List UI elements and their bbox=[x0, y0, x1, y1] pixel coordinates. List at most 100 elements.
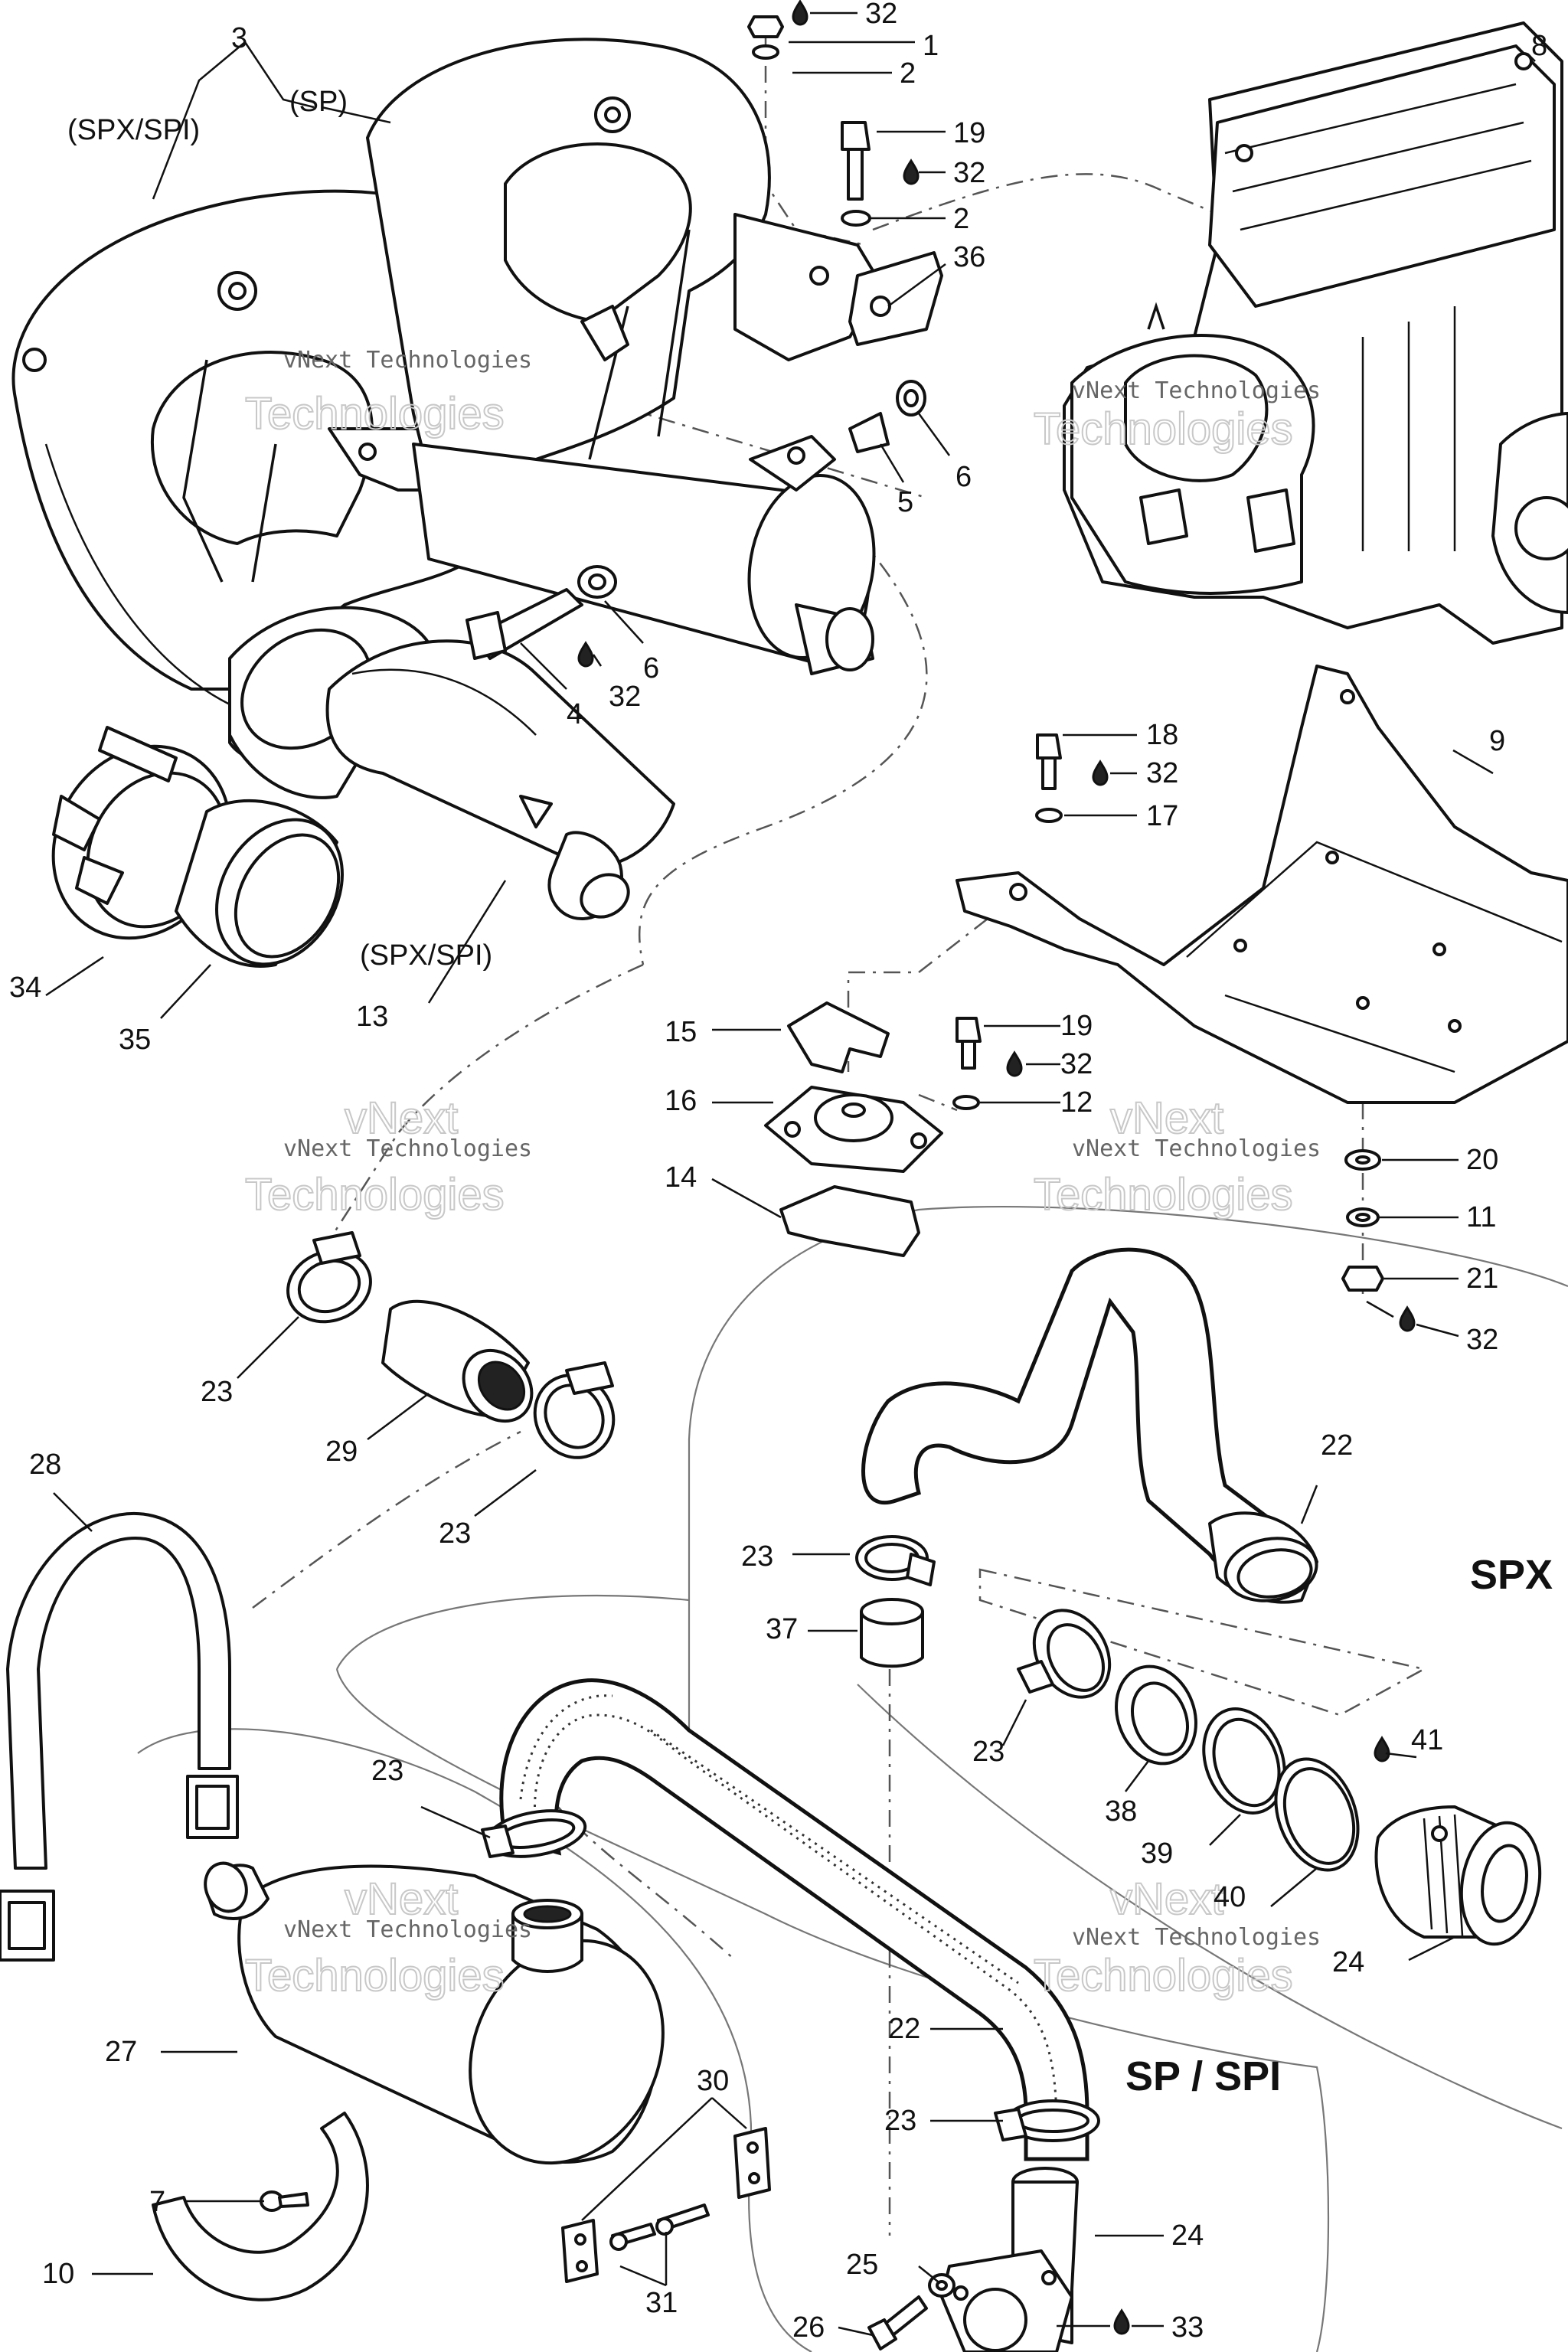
sp-group-outline-inner bbox=[137, 1728, 812, 2352]
label-model-sp-spi: SP / SPI bbox=[1125, 2053, 1281, 2099]
label-variant-spx-spi-13: (SPX/SPI) bbox=[360, 939, 492, 972]
watermark-text: vNext Technologies bbox=[283, 347, 532, 374]
label-36: 36 bbox=[953, 241, 985, 273]
label-2: 2 bbox=[900, 57, 916, 90]
part-19-bolt-head bbox=[841, 121, 871, 151]
part-23-clamp-spx bbox=[1017, 1609, 1112, 1699]
label-41: 41 bbox=[1411, 1724, 1443, 1756]
watermarks: vNext Technologies Technologies vNext Te… bbox=[244, 347, 1321, 2001]
part-2-washer-lower bbox=[841, 210, 871, 227]
part-3-manifold-sp bbox=[366, 38, 882, 492]
watermark-outline: Technologies bbox=[1034, 404, 1293, 454]
drop-icon bbox=[1006, 1050, 1023, 1077]
label-24: 24 bbox=[1171, 2220, 1204, 2252]
label-23: 23 bbox=[972, 1736, 1004, 1768]
label-32: 32 bbox=[953, 157, 985, 189]
part-24-outlet-elbow bbox=[940, 2167, 1079, 2352]
label-6: 6 bbox=[643, 652, 659, 684]
part-21-nut bbox=[1341, 1266, 1384, 1292]
label-4: 4 bbox=[567, 698, 583, 730]
part-17-washer bbox=[1035, 808, 1063, 823]
part-35-sleeve bbox=[175, 799, 344, 968]
label-11: 11 bbox=[1466, 1201, 1496, 1233]
part-18-bolt bbox=[1036, 733, 1062, 760]
drop-icon bbox=[1113, 2308, 1130, 2335]
part-23-clamp-left bbox=[286, 1231, 372, 1324]
part-2-washer bbox=[752, 44, 779, 60]
label-19: 19 bbox=[953, 117, 985, 149]
label-34: 34 bbox=[9, 972, 41, 1004]
part-19-bolt-shank bbox=[847, 148, 864, 201]
part-8-engine bbox=[1063, 21, 1568, 645]
label-7: 7 bbox=[149, 2186, 165, 2218]
label-22: 22 bbox=[888, 2013, 920, 2045]
part-22-hose-spx bbox=[861, 1247, 1318, 1604]
label-23: 23 bbox=[371, 1755, 403, 1787]
spx-group-outline-lower bbox=[857, 1684, 1563, 2130]
part-23-clamp-center bbox=[855, 1535, 936, 1586]
leader-to-clamp bbox=[328, 963, 644, 1241]
watermark-outline: vNext bbox=[1110, 1874, 1223, 1924]
label-32: 32 bbox=[1466, 1324, 1498, 1356]
label-32: 32 bbox=[865, 0, 897, 30]
label-25: 25 bbox=[846, 2249, 878, 2281]
leader-13 bbox=[638, 535, 928, 965]
part-14-plate bbox=[779, 1185, 920, 1257]
label-40: 40 bbox=[1214, 1881, 1246, 1913]
label-37: 37 bbox=[766, 1613, 798, 1645]
label-13: 13 bbox=[356, 1001, 388, 1033]
part-5-spacer bbox=[848, 412, 890, 453]
label-24: 24 bbox=[1332, 1946, 1364, 1978]
label-33: 33 bbox=[1171, 2311, 1204, 2344]
spx-group-outline bbox=[688, 1205, 1568, 1761]
part-13-exhaust-cone bbox=[228, 606, 675, 920]
label-2: 2 bbox=[953, 203, 969, 235]
drop-icon bbox=[1399, 1305, 1416, 1332]
watermark-outline: Technologies bbox=[245, 1170, 505, 1220]
label-6: 6 bbox=[956, 461, 972, 493]
watermark-outline: vNext bbox=[345, 1093, 458, 1143]
part-9-support-bracket bbox=[956, 665, 1568, 1104]
watermark-outline: vNext bbox=[345, 1874, 458, 1924]
part-29-hose-short bbox=[381, 1299, 534, 1423]
watermark-outline: vNext bbox=[1110, 1093, 1223, 1143]
part-37-sleeve bbox=[860, 1598, 924, 1668]
label-28: 28 bbox=[29, 1449, 61, 1481]
part-38-nut bbox=[1115, 1664, 1197, 1766]
label-23: 23 bbox=[201, 1376, 233, 1408]
label-20: 20 bbox=[1466, 1144, 1498, 1176]
part-23-clamp-sp-bottom bbox=[994, 2099, 1100, 2142]
watermark-outline: Technologies bbox=[1034, 1951, 1293, 2001]
label-29: 29 bbox=[325, 1436, 358, 1468]
label-21: 21 bbox=[1466, 1263, 1498, 1295]
part-15-shim bbox=[787, 1001, 890, 1073]
label-31: 31 bbox=[645, 2287, 678, 2319]
drop-icon bbox=[1092, 760, 1109, 786]
callout-lines bbox=[45, 11, 1536, 2337]
label-22: 22 bbox=[1321, 1429, 1353, 1462]
nut-stack bbox=[1341, 1149, 1384, 1292]
label-23: 23 bbox=[884, 2105, 916, 2137]
label-27: 27 bbox=[105, 2036, 137, 2068]
label-23: 23 bbox=[741, 1540, 773, 1573]
label-32: 32 bbox=[1146, 757, 1178, 789]
label-5: 5 bbox=[897, 486, 913, 518]
part-30-clips bbox=[561, 2127, 771, 2283]
label-35: 35 bbox=[119, 1024, 151, 1056]
label-32: 32 bbox=[1060, 1048, 1093, 1080]
label-9: 9 bbox=[1489, 725, 1505, 757]
label-16: 16 bbox=[665, 1085, 697, 1117]
watermark-outline: Technologies bbox=[1034, 1170, 1293, 1220]
lubricant-drops bbox=[577, 0, 1416, 2335]
sp-group-outline-top bbox=[336, 1594, 690, 1670]
label-model-spx: SPX bbox=[1470, 1552, 1553, 1598]
label-15: 15 bbox=[665, 1016, 697, 1048]
watermark-outline: Technologies bbox=[245, 389, 505, 439]
label-39: 39 bbox=[1141, 1838, 1173, 1870]
label-19: 19 bbox=[1060, 1010, 1093, 1042]
part-number-labels: 32 1 2 3 (SPX/SPI) (SP) 8 19 32 2 36 6 5… bbox=[9, 0, 1553, 2344]
label-26: 26 bbox=[792, 2311, 825, 2344]
leader-manifold-engine bbox=[872, 173, 1256, 231]
part-23-clamp-sp-top bbox=[481, 1809, 587, 1858]
